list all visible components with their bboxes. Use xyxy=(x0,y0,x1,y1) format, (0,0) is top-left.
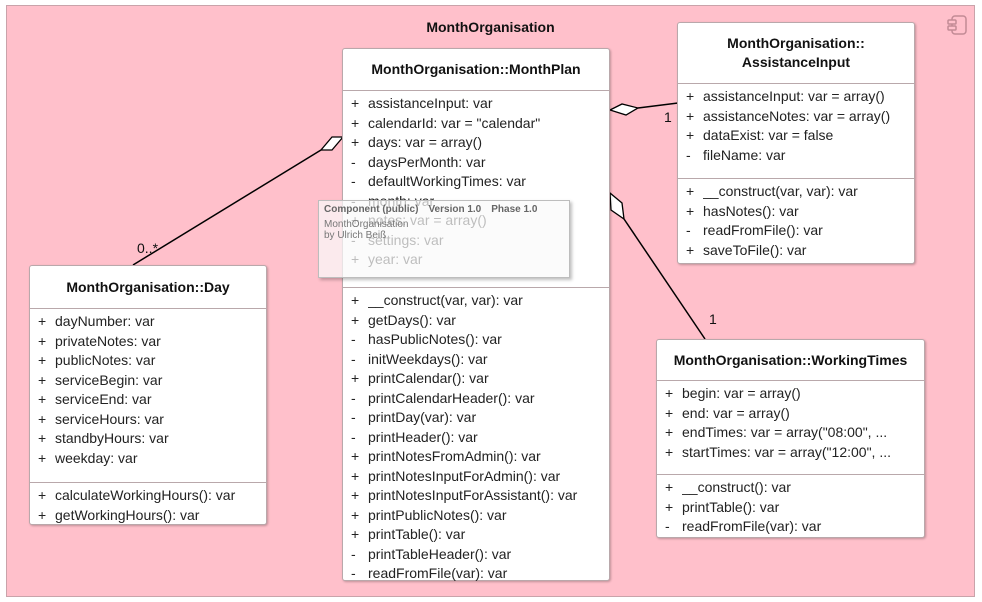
class-assistance-input[interactable]: MonthOrganisation:: AssistanceInput +ass… xyxy=(677,22,915,264)
class-title-working-times: MonthOrganisation::WorkingTimes xyxy=(657,340,924,381)
attribute-row: +standbyHours: var xyxy=(38,430,169,446)
attribute-row: +serviceHours: var xyxy=(38,410,164,427)
attribute-row: -fileName: var xyxy=(686,146,786,163)
operation-row: -readFromFile(): var xyxy=(686,222,823,238)
operation-row: -printCalendarHeader(): var xyxy=(351,389,535,406)
attributes-working-times: +begin: var = array() +end: var = array(… xyxy=(657,381,924,475)
operation-row: -printHeader(): var xyxy=(351,428,478,445)
attributes-assistance-input: +assistanceInput: var = array() +assista… xyxy=(678,84,914,179)
tooltip-phase: Phase 1.0 xyxy=(491,204,538,215)
class-title-text: MonthOrganisation::Day xyxy=(66,278,230,295)
operation-row: -hasPublicNotes(): var xyxy=(351,331,502,347)
attribute-row: +days: var = array() xyxy=(351,134,482,150)
multiplicity-day: 0..* xyxy=(137,240,159,256)
attribute-row: +assistanceInput: var = array() xyxy=(686,88,885,104)
attribute-row: +startTimes: var = array("12:00", ... xyxy=(665,443,891,460)
class-day[interactable]: MonthOrganisation::Day +dayNumber: var +… xyxy=(29,265,267,525)
operations-day: +calculateWorkingHours(): var +getWorkin… xyxy=(30,483,266,528)
attribute-row: +endTimes: var = array("08:00", ... xyxy=(665,424,888,440)
tooltip-kind: Component (public) xyxy=(324,204,419,215)
operation-row: +getDays(): var xyxy=(351,311,456,328)
operation-row: +printTable(): var xyxy=(665,498,780,515)
operation-row: +printNotesInputForAdmin(): var xyxy=(351,467,561,484)
operation-row: +__construct(var, var): var xyxy=(351,292,523,308)
aggregation-diamond-day xyxy=(319,136,345,151)
operation-row: -initWeekdays(): var xyxy=(351,350,488,367)
tooltip-author: by Ulrich Beiß xyxy=(324,230,387,241)
attribute-row: +end: var = array() xyxy=(665,404,790,421)
aggregation-diamond-assistance xyxy=(608,103,640,116)
class-title-day: MonthOrganisation::Day xyxy=(30,266,266,309)
attribute-row: +serviceBegin: var xyxy=(38,371,163,388)
attributes-day: +dayNumber: var +privateNotes: var +publ… xyxy=(30,309,266,483)
class-title-monthplan: MonthOrganisation::MonthPlan xyxy=(343,49,609,91)
operation-row: -readFromFile(var): var xyxy=(665,518,822,534)
class-title-assistance-input: MonthOrganisation:: AssistanceInput xyxy=(678,23,914,84)
operation-row: -printDay(var): var xyxy=(351,409,477,425)
tooltip-header: Component (public) Version 1.0 Phase 1.0 xyxy=(324,204,564,215)
attribute-row: +serviceEnd: var xyxy=(38,391,152,407)
operation-row: +calculateWorkingHours(): var xyxy=(38,487,236,503)
operations-working-times: +__construct(): var +printTable(): var -… xyxy=(657,475,924,540)
association-assistance xyxy=(637,102,679,109)
class-title-text: MonthOrganisation::WorkingTimes xyxy=(673,351,908,368)
attribute-row: +assistanceInput: var xyxy=(351,95,493,111)
multiplicity-working: 1 xyxy=(709,311,717,327)
operations-assistance-input: +__construct(var, var): var +hasNotes():… xyxy=(678,179,914,263)
operation-row: +printTable(): var xyxy=(351,526,466,542)
multiplicity-assistance: 1 xyxy=(664,109,672,125)
attribute-row: -defaultWorkingTimes: var xyxy=(351,173,526,189)
component-title: MonthOrganisation xyxy=(426,19,555,35)
attribute-row: +dataExist: var = false xyxy=(686,127,834,143)
class-working-times[interactable]: MonthOrganisation::WorkingTimes +begin: … xyxy=(656,339,925,538)
attribute-row: +begin: var = array() xyxy=(665,385,801,401)
aggregation-diamond-working xyxy=(609,191,625,221)
operation-row: +printCalendar(): var xyxy=(351,370,489,386)
operations-monthplan: +__construct(var, var): var +getDays(): … xyxy=(343,288,609,587)
class-monthplan[interactable]: MonthOrganisation::MonthPlan +assistance… xyxy=(342,48,610,581)
attribute-row: +privateNotes: var xyxy=(38,332,161,349)
attribute-row: +weekday: var xyxy=(38,449,138,466)
operation-row: +printNotesInputForAssistant(): var xyxy=(351,487,578,503)
attribute-row: +publicNotes: var xyxy=(38,352,156,368)
association-working xyxy=(623,218,706,340)
operation-row: +__construct(): var xyxy=(665,479,791,495)
operation-row: -printTableHeader(): var xyxy=(351,545,512,562)
component-tooltip: Component (public) Version 1.0 Phase 1.0… xyxy=(318,200,570,278)
attribute-row: -daysPerMonth: var xyxy=(351,153,486,170)
attribute-row: +dayNumber: var xyxy=(38,313,155,329)
class-title-line1: MonthOrganisation:: xyxy=(727,35,865,51)
class-title-text: MonthOrganisation::MonthPlan xyxy=(371,61,581,77)
tooltip-version: Version 1.0 xyxy=(428,204,482,215)
operation-row: +__construct(var, var): var xyxy=(686,183,858,199)
tooltip-name: MonthOrganisation xyxy=(324,219,409,230)
operation-row: -readFromFile(var): var xyxy=(351,565,508,581)
operation-row: +printNotesFromAdmin(): var xyxy=(351,448,541,464)
attribute-row: +assistanceNotes: var = array() xyxy=(686,107,891,124)
attribute-row: +calendarId: var = "calendar" xyxy=(351,114,541,131)
operation-row: +hasNotes(): var xyxy=(686,202,799,219)
operation-row: +saveToFile(): var xyxy=(686,241,807,258)
association-day xyxy=(132,149,322,266)
class-title-line2: AssistanceInput xyxy=(741,54,851,70)
operation-row: +printPublicNotes(): var xyxy=(351,506,507,523)
operation-row: +getWorkingHours(): var xyxy=(38,506,200,523)
component-icon xyxy=(947,15,967,35)
